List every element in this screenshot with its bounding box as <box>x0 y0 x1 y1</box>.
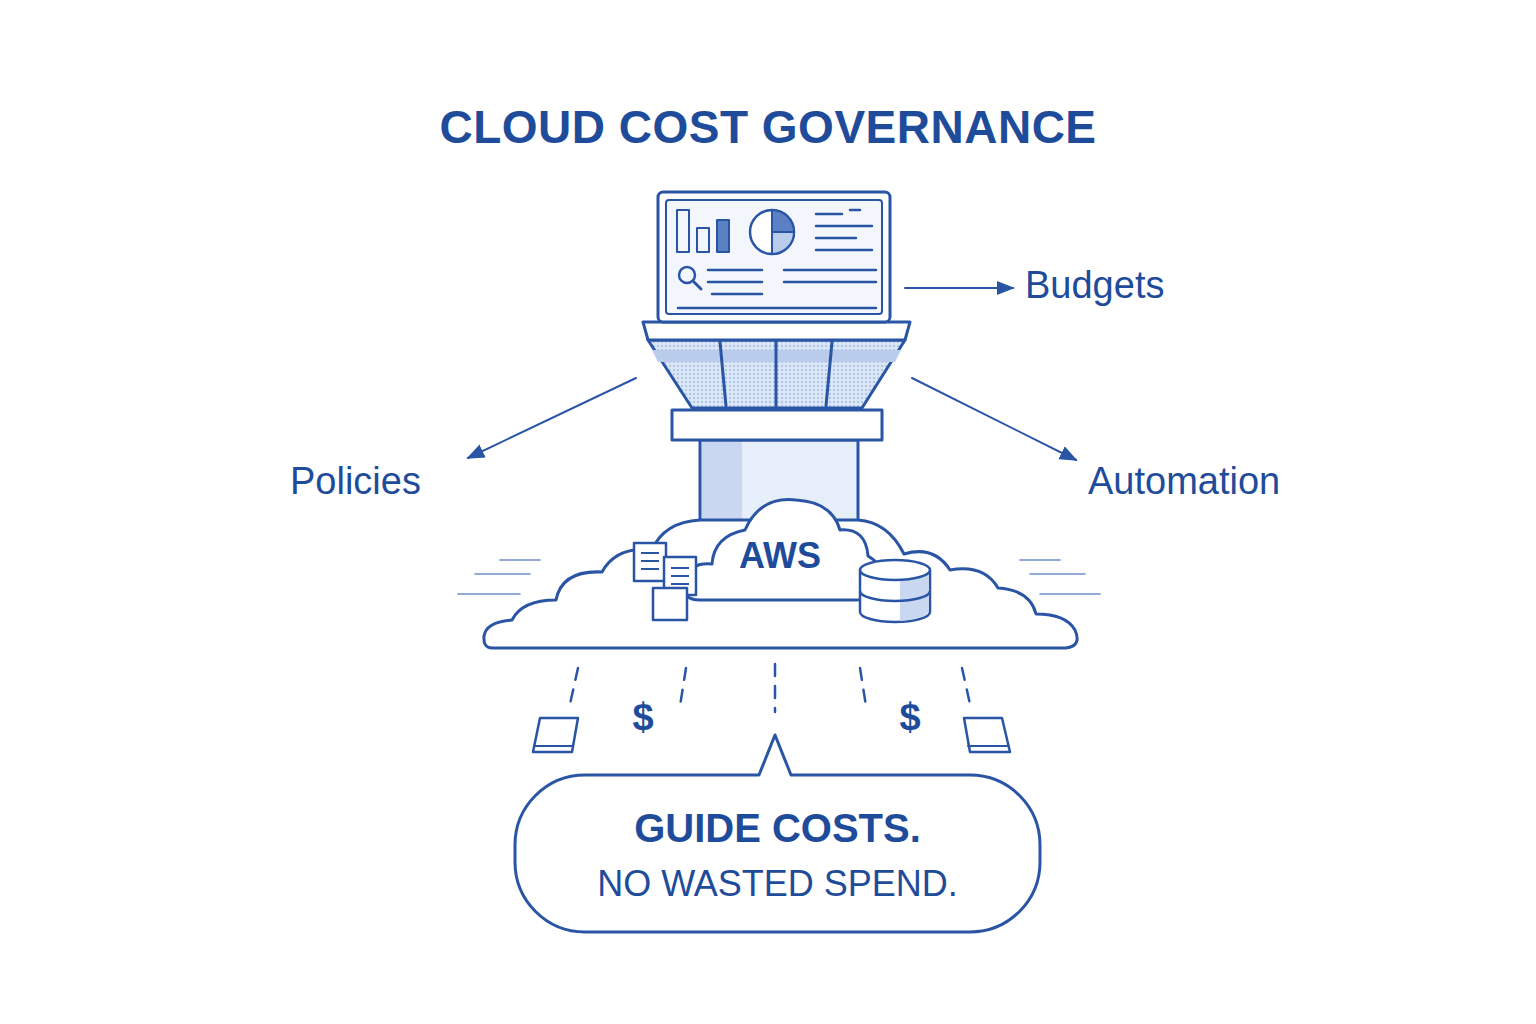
diagram-title: CLOUD COST GOVERNANCE <box>439 100 1096 154</box>
speech-bubble: GUIDE COSTS. NO WASTED SPEND. <box>515 775 1040 932</box>
bubble-text: NO WASTED SPEND. <box>597 863 958 905</box>
policies-arrow <box>468 378 636 458</box>
label-text: Policies <box>290 460 421 503</box>
tower-band <box>672 410 882 440</box>
resource-chip <box>533 718 578 752</box>
budgets-arrow <box>905 287 1013 289</box>
tower-platform <box>643 322 910 340</box>
tower-cab <box>648 340 905 408</box>
resource-chip <box>964 718 1010 752</box>
label-text: Automation <box>1088 460 1280 503</box>
dollar-sign: $ <box>632 696 653 739</box>
bubble-outline <box>515 775 1040 932</box>
dashboard-screen <box>658 192 890 322</box>
automation-arrow <box>912 378 1076 460</box>
dollar-sign: $ <box>899 696 920 739</box>
cloud-node: AWS <box>470 480 1090 660</box>
cloud-label: AWS <box>739 535 821 577</box>
label-text: Budgets <box>1025 264 1164 307</box>
bubble-text: GUIDE COSTS. <box>634 806 921 851</box>
